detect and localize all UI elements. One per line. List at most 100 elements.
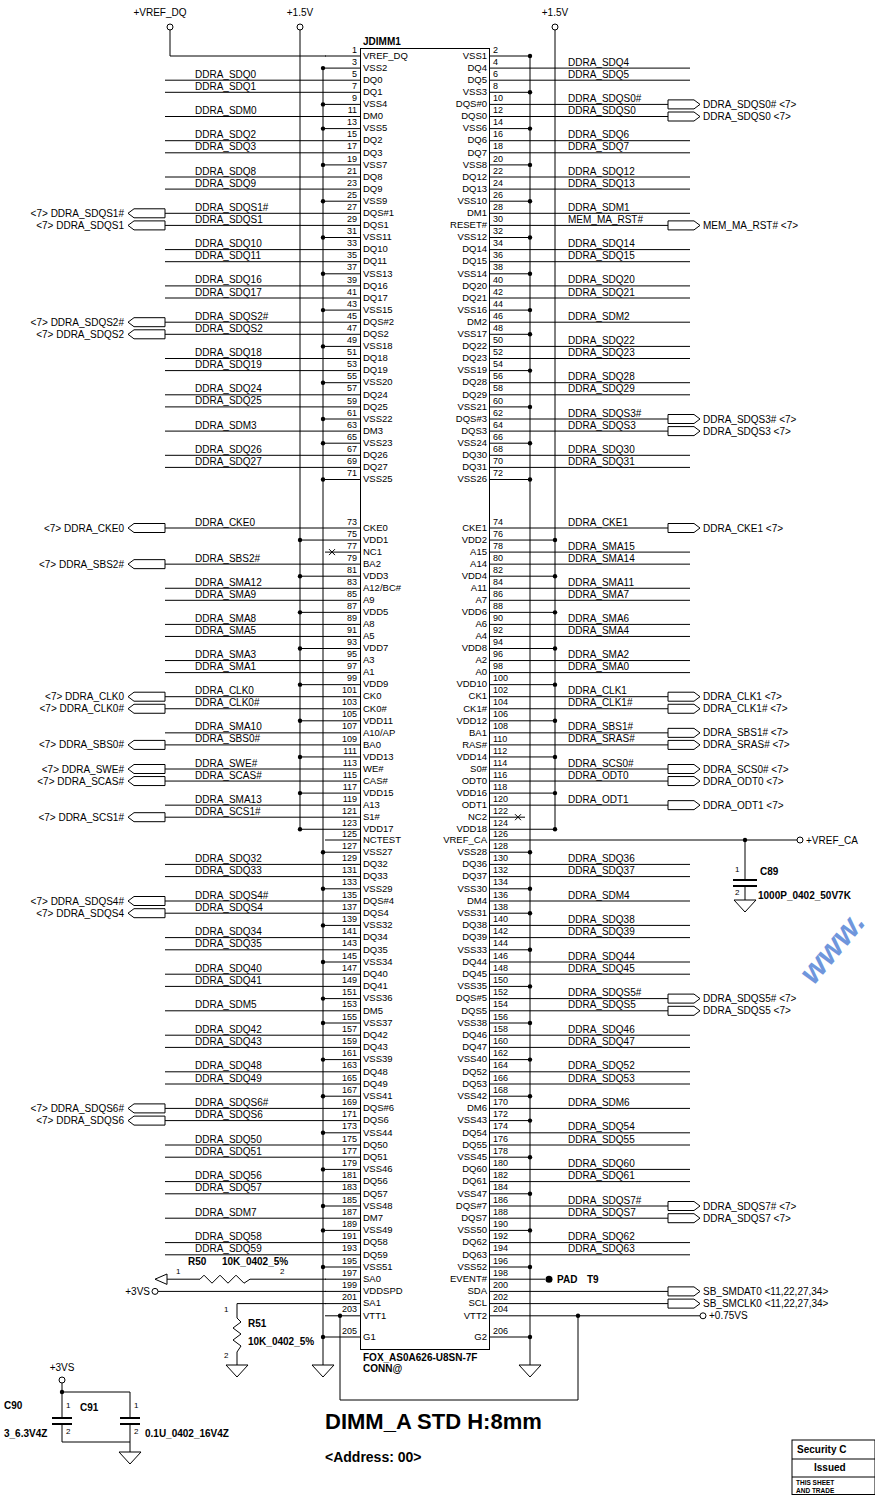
power-tie bbox=[300, 756, 325, 757]
offpage-label: DDRA_SDQS7 <7> bbox=[703, 1213, 791, 1224]
r50-wire bbox=[167, 1279, 326, 1280]
pin-number: 88 bbox=[493, 602, 503, 612]
pin-stub bbox=[490, 1291, 525, 1292]
pin-number: 186 bbox=[493, 1196, 508, 1206]
pin-number: 39 bbox=[347, 276, 357, 286]
pin-number: 194 bbox=[493, 1244, 508, 1254]
offpage-connector bbox=[128, 692, 165, 701]
pin-number: 53 bbox=[347, 360, 357, 370]
net-label: DDRA_SDQ8 bbox=[195, 166, 256, 177]
pin-name: DQS5 bbox=[461, 1006, 487, 1016]
offpage-label: DDRA_CLK1 <7> bbox=[703, 691, 782, 702]
pin-number: 98 bbox=[493, 662, 503, 672]
resistor-symbol bbox=[200, 1275, 250, 1283]
signal-wire bbox=[165, 370, 325, 371]
pin-stub bbox=[490, 358, 525, 359]
signal-wire bbox=[165, 1108, 325, 1109]
offpage-label: <7> DDRA_SCS1# bbox=[38, 812, 124, 823]
pin-stub bbox=[490, 1337, 525, 1338]
power-net-label: +3VS bbox=[125, 1286, 150, 1297]
part-value: 10K_0402_5% bbox=[248, 1336, 314, 1347]
offpage-label: <7> DDRA_SDQS1# bbox=[31, 208, 124, 219]
pin-number: 10 bbox=[493, 94, 503, 104]
pin-stub bbox=[490, 696, 525, 697]
pin-number: 191 bbox=[342, 1232, 357, 1242]
junction-dot bbox=[321, 1131, 325, 1135]
pin-number: 1 bbox=[134, 1402, 138, 1411]
pin-number: 2 bbox=[493, 46, 498, 56]
net-label: DDRA_SDQ31 bbox=[568, 456, 635, 467]
pin-name: DQ54 bbox=[462, 1128, 487, 1138]
pin-number: 46 bbox=[493, 312, 503, 322]
pin-number: 173 bbox=[342, 1122, 357, 1132]
net-label: DDRA_SDQ16 bbox=[195, 274, 262, 285]
net-label: DDRA_SDQS4# bbox=[195, 890, 268, 901]
net-label: DDRA_SDQ10 bbox=[195, 238, 262, 249]
pin-number: 30 bbox=[493, 215, 503, 225]
pin-stub bbox=[325, 261, 360, 262]
pin-name: DQ58 bbox=[363, 1237, 388, 1247]
net-label: DDRA_SDQ12 bbox=[568, 166, 635, 177]
net-label: DDRA_SDQ23 bbox=[568, 347, 635, 358]
offpage-connector bbox=[128, 330, 165, 339]
offpage-connector bbox=[668, 112, 700, 121]
signal-wire bbox=[165, 1181, 325, 1182]
power-tie bbox=[525, 756, 555, 757]
pin-stub bbox=[325, 672, 360, 673]
pin-stub bbox=[490, 937, 525, 938]
net-label: DDRA_SDM3 bbox=[195, 420, 257, 431]
signal-wire bbox=[525, 1047, 690, 1048]
no-connect-mark bbox=[329, 549, 335, 555]
junction-dot bbox=[528, 441, 532, 445]
junction-dot bbox=[553, 755, 557, 759]
title-block-text: Issued bbox=[814, 1462, 846, 1473]
pin-stub bbox=[490, 793, 525, 794]
pin-name: DQ63 bbox=[462, 1250, 487, 1260]
offpage-connector bbox=[668, 994, 700, 1003]
net-label: DDRA_SDQ36 bbox=[568, 853, 635, 864]
net-label: DDRA_SMA9 bbox=[195, 589, 256, 600]
pin-number: 22 bbox=[493, 167, 503, 177]
pin-stub bbox=[325, 1035, 360, 1036]
signal-wire bbox=[525, 68, 690, 69]
part-value: 10K_0402_5% bbox=[222, 1256, 288, 1267]
vref-dq-wire bbox=[170, 30, 326, 56]
signal-wire bbox=[165, 901, 325, 902]
pin-name: VDD15 bbox=[363, 788, 394, 798]
pin-stub bbox=[325, 1315, 360, 1316]
signal-wire bbox=[165, 92, 325, 93]
pin-number: 205 bbox=[342, 1327, 357, 1337]
pin-name: DQ8 bbox=[363, 172, 383, 182]
signal-wire bbox=[165, 696, 325, 697]
pin-number: 184 bbox=[493, 1183, 508, 1193]
pin-number: 106 bbox=[493, 710, 508, 720]
net-label: DDRA_SDQ54 bbox=[568, 1121, 635, 1132]
pin-stub bbox=[325, 732, 360, 733]
pin-name: DM1 bbox=[467, 208, 487, 218]
pin-stub bbox=[325, 1303, 360, 1304]
pin-stub bbox=[490, 346, 525, 347]
pin-name: DQ6 bbox=[467, 135, 487, 145]
pin-stub bbox=[325, 1169, 360, 1170]
pin-name: VSS42 bbox=[457, 1091, 487, 1101]
pin-stub bbox=[325, 1242, 360, 1243]
pin-stub bbox=[490, 1145, 525, 1146]
pin-name: VSS12 bbox=[457, 232, 487, 242]
ground-rail bbox=[323, 56, 530, 1365]
pin-stub bbox=[490, 817, 525, 818]
net-label: DDRA_SDQ38 bbox=[568, 914, 635, 925]
signal-wire bbox=[165, 1071, 325, 1072]
pin-name: RESET# bbox=[450, 220, 487, 230]
pin-stub bbox=[325, 479, 360, 480]
signal-wire bbox=[165, 949, 325, 950]
signal-wire bbox=[525, 732, 668, 733]
pin-number: 93 bbox=[347, 638, 357, 648]
offpage-label: DDRA_SDQS0 <7> bbox=[703, 111, 791, 122]
pin-number: 149 bbox=[342, 976, 357, 986]
junction-dot bbox=[553, 610, 557, 614]
pin-number: 140 bbox=[493, 915, 508, 925]
pin-name: A4 bbox=[475, 631, 487, 641]
offpage-label: <7> DDRA_SDQS1 bbox=[36, 220, 124, 231]
pin-number: 42 bbox=[493, 288, 503, 298]
pin-number: 100 bbox=[493, 674, 508, 684]
